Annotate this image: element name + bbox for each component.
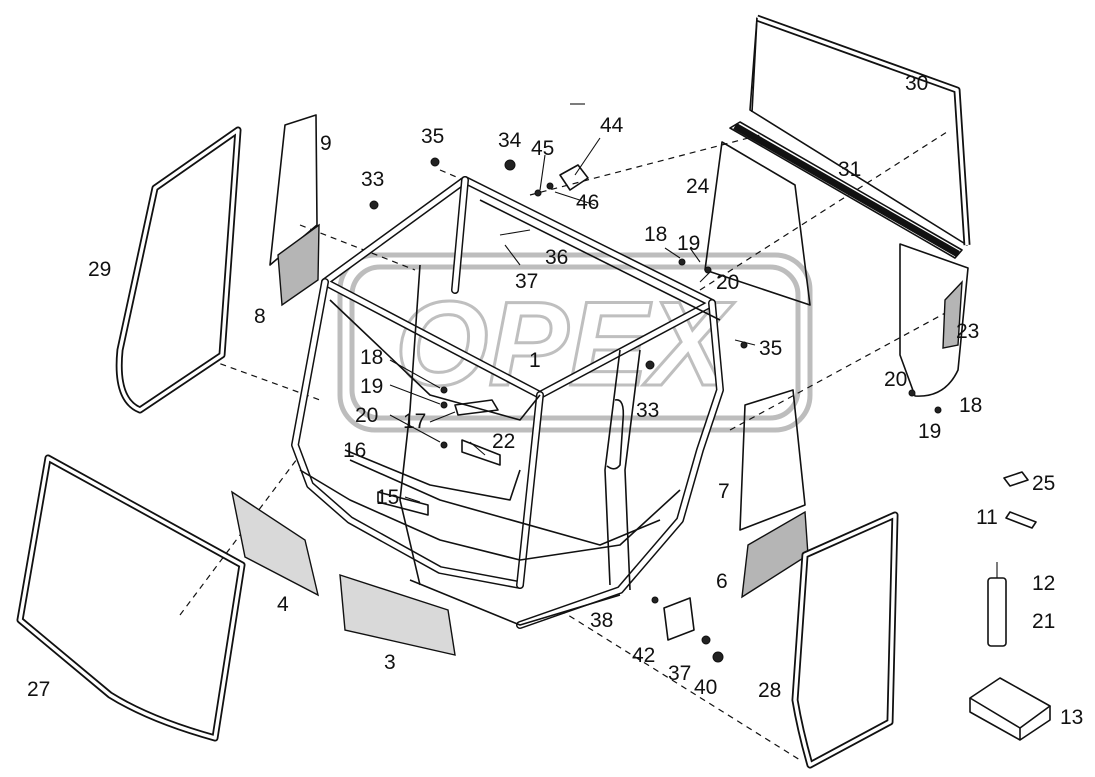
label-34: 34 <box>498 129 522 152</box>
label-22: 22 <box>492 430 515 453</box>
label-19-right: 19 <box>918 420 941 443</box>
label-6: 6 <box>716 570 728 593</box>
label-18-right: 18 <box>959 394 982 417</box>
label-35-right: 35 <box>759 337 782 360</box>
label-8: 8 <box>254 305 266 328</box>
part-37-bracket <box>663 597 695 641</box>
part-27-front-windshield <box>16 454 246 742</box>
hardware-small-parts <box>369 157 942 663</box>
label-46: 46 <box>576 191 599 214</box>
part-30-rear-upper-glass <box>749 14 971 246</box>
part-number-labels: 1 3 4 6 7 8 9 11 12 13 15 16 17 18 18 18… <box>27 72 1083 729</box>
part-13-block <box>969 677 1051 741</box>
part-15-hinge <box>377 491 429 516</box>
label-33-right: 33 <box>636 399 659 422</box>
label-27: 27 <box>27 678 50 701</box>
label-19-rear: 19 <box>677 232 700 255</box>
label-18-rear: 18 <box>644 223 667 246</box>
label-3: 3 <box>384 651 396 674</box>
part-24-rear-panel <box>704 141 811 306</box>
label-38: 38 <box>590 609 613 632</box>
label-20-rear: 20 <box>716 271 739 294</box>
label-21: 21 <box>1032 610 1055 633</box>
label-19-left: 19 <box>360 375 383 398</box>
label-44: 44 <box>600 114 624 137</box>
label-9: 9 <box>320 132 332 155</box>
part-1-cab-frame <box>291 176 724 629</box>
label-23: 23 <box>956 320 979 343</box>
label-18-left: 18 <box>360 346 383 369</box>
part-17-bracket <box>454 399 499 416</box>
part-4-lower-glass <box>230 490 320 597</box>
label-33-top: 33 <box>361 168 384 191</box>
part-44-cylinder <box>559 103 589 191</box>
label-1: 1 <box>529 349 541 372</box>
label-24: 24 <box>686 175 710 198</box>
label-4: 4 <box>277 593 289 616</box>
part-25-pad <box>1003 471 1029 487</box>
label-17: 17 <box>403 410 426 433</box>
label-11: 11 <box>976 506 998 529</box>
label-7: 7 <box>718 480 730 503</box>
label-30: 30 <box>905 72 928 95</box>
label-20-left: 20 <box>355 404 378 427</box>
label-15: 15 <box>376 486 399 509</box>
leader-lines <box>389 137 756 503</box>
label-25: 25 <box>1032 472 1055 495</box>
label-45: 45 <box>531 137 554 160</box>
label-37-bottom: 37 <box>668 662 691 685</box>
label-28: 28 <box>758 679 781 702</box>
part-9-small-window <box>269 114 318 266</box>
label-29: 29 <box>88 258 111 281</box>
part-28-right-door-glass <box>791 511 899 769</box>
part-3-lower-glass <box>339 574 456 656</box>
part-11-pad <box>1005 511 1037 529</box>
label-13: 13 <box>1060 706 1083 729</box>
part-31-seal-strip <box>729 121 963 259</box>
label-36: 36 <box>545 246 568 269</box>
part-29-left-door-glass <box>115 126 242 414</box>
label-16: 16 <box>343 439 366 462</box>
label-37-top: 37 <box>515 270 538 293</box>
label-20-right: 20 <box>884 368 907 391</box>
part-22-latch <box>461 439 501 466</box>
part-12-21-sealant-tube <box>987 562 1007 647</box>
part-23-side-panel <box>899 243 969 397</box>
label-40: 40 <box>694 676 717 699</box>
label-12: 12 <box>1032 572 1055 595</box>
label-42: 42 <box>632 644 655 667</box>
label-31: 31 <box>838 158 861 181</box>
part-8-small-window <box>277 223 320 307</box>
label-35-top: 35 <box>421 125 444 148</box>
part-7-right-window <box>739 389 806 531</box>
